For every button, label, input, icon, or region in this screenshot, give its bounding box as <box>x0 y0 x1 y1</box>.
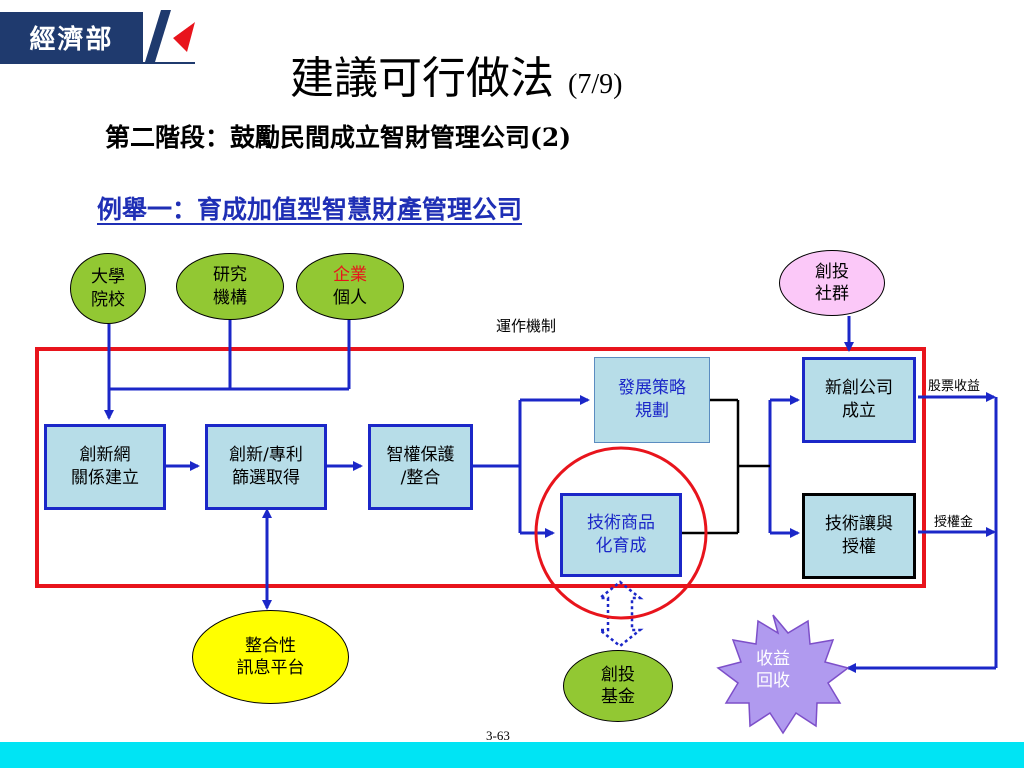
page-title: 建議可行做法 (7/9) <box>290 42 622 106</box>
source-research-institute: 研究機構 <box>176 253 284 320</box>
tech-incubation: 技術商品化育成 <box>560 493 682 577</box>
operating-mechanism-frame <box>35 347 926 588</box>
step-ip-protection: 智權保護/整合 <box>368 424 473 510</box>
page-number: 3-63 <box>486 728 510 743</box>
source-enterprise: 企業個人 <box>296 253 404 320</box>
footer-bar <box>0 742 1024 768</box>
example-heading: 例舉一：育成加值型智慧財產管理公司 <box>97 195 523 224</box>
header-rule <box>0 62 195 64</box>
revenue-recovery-label: 收益回收 <box>756 648 790 691</box>
incubation-highlight-circle <box>534 446 708 620</box>
revenue-starburst <box>716 614 850 735</box>
mechanism-label: 運作機制 <box>496 317 557 335</box>
stock-revenue-label: 股票收益 <box>928 379 981 394</box>
vc-fund: 創投基金 <box>563 650 673 722</box>
ministry-logo-text: 經濟部 <box>0 12 143 62</box>
new-company-founding: 新創公司成立 <box>802 357 916 443</box>
title-page-indicator: (7/9) <box>568 69 623 100</box>
tech-licensing: 技術讓與授權 <box>802 493 916 579</box>
stage-subtitle: 第二階段：鼓勵民間成立智財管理公司(2) <box>105 123 572 152</box>
info-platform: 整合性訊息平台 <box>192 610 349 704</box>
strategy-planning: 發展策略規劃 <box>594 357 710 443</box>
investor-community: 創投社群 <box>779 250 885 316</box>
ministry-emblem-icon <box>145 10 195 62</box>
royalty-label: 授權金 <box>934 515 974 530</box>
source-university: 大學院校 <box>70 253 146 324</box>
title-text: 建議可行做法 <box>290 53 554 104</box>
step-innovation-network: 創新網關係建立 <box>44 424 166 510</box>
step-patent-screening: 創新/專利篩選取得 <box>205 424 327 510</box>
